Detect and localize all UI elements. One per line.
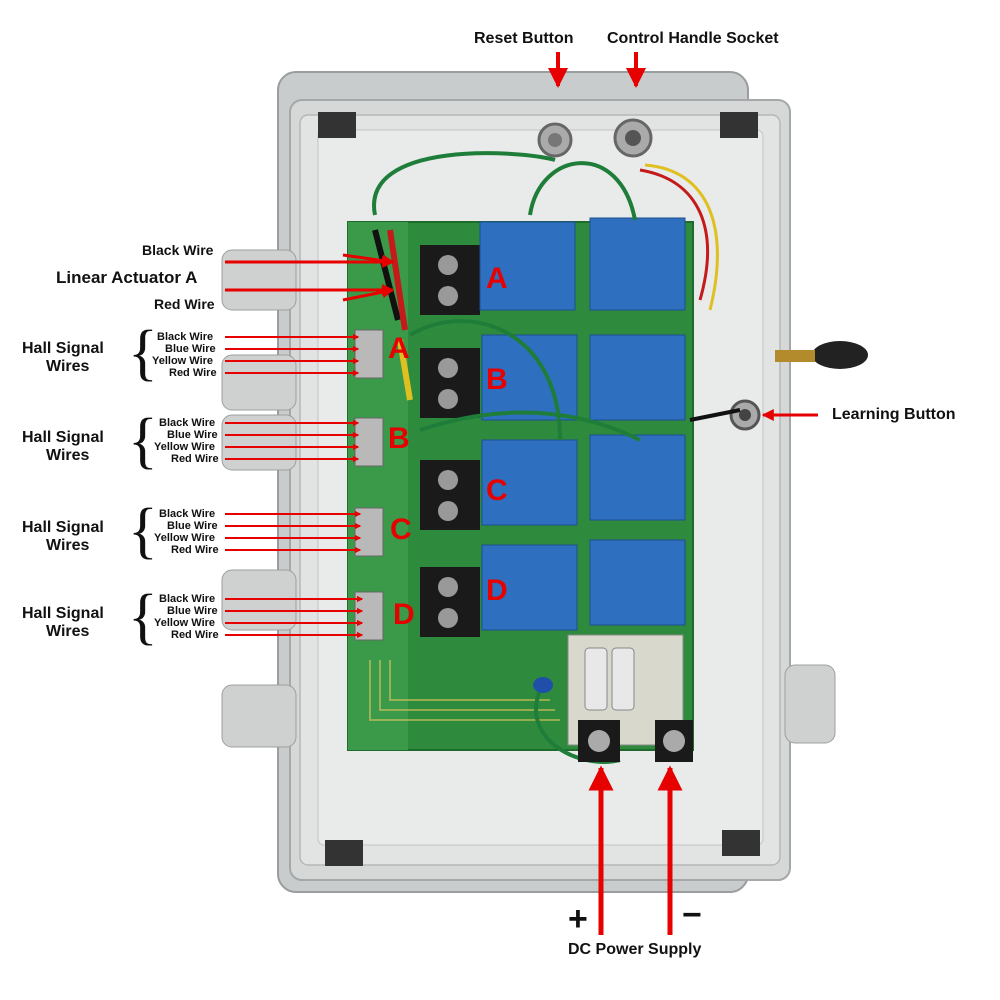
cable-glands (221, 249, 836, 748)
relay-letter-b: B (486, 363, 508, 396)
relay-letter-d: D (486, 574, 508, 607)
control-handle-socket-label: Control Handle Socket (607, 30, 779, 47)
hall-wire-label: Blue Wire (167, 605, 218, 617)
learning-button-label: Learning Button (832, 406, 956, 423)
dc-power-supply-label: DC Power Supply (568, 941, 702, 958)
top-connectors (537, 118, 868, 431)
hall-wire-label: Red Wire (169, 367, 217, 379)
linear-actuator-title: Linear Actuator A (56, 268, 198, 287)
terminal-blocks (420, 245, 480, 637)
fuse-and-power-terminals (533, 647, 693, 762)
hall-wire-label: Yellow Wire (154, 441, 216, 453)
brace-icon: { (128, 407, 158, 475)
hall-title-line1: Hall Signal (22, 340, 104, 357)
hall-title-line2: Wires (46, 537, 90, 554)
brace-icon: { (128, 583, 158, 651)
actuator-black-wire-label: Black Wire (142, 242, 214, 258)
hall-title-line2: Wires (46, 358, 90, 375)
annotation-arrows (225, 52, 818, 935)
hall-wire-label: Red Wire (171, 453, 219, 465)
hall-letter: B (388, 422, 410, 455)
power-minus-sign: − (682, 896, 702, 934)
relay-letter-c: C (486, 474, 508, 507)
hall-wire-label: Yellow Wire (154, 617, 216, 629)
hall-wire-label: Red Wire (171, 544, 219, 556)
relay-letter-a: A (486, 262, 508, 295)
actuator-red-wire-label: Red Wire (154, 296, 215, 312)
reset-button-label: Reset Button (474, 30, 574, 47)
hall-wire-arrows (225, 333, 364, 639)
hall-title-line1: Hall Signal (22, 519, 104, 536)
hall-title-line2: Wires (46, 447, 90, 464)
brace-icon: { (128, 497, 158, 565)
hall-wire-label: Blue Wire (167, 429, 218, 441)
hall-wire-label: Black Wire (157, 331, 214, 343)
hall-wire-label: Black Wire (159, 593, 216, 605)
internal-wires (372, 151, 741, 764)
relays (479, 217, 686, 631)
brace-icon: { (128, 319, 158, 387)
hall-title-line1: Hall Signal (22, 605, 104, 622)
hall-wire-label: Blue Wire (167, 520, 218, 532)
hall-wire-label: Red Wire (171, 629, 219, 641)
hall-title-line2: Wires (46, 623, 90, 640)
hall-wire-label: Black Wire (159, 508, 216, 520)
hall-wire-label: Black Wire (159, 417, 216, 429)
hall-wire-label: Yellow Wire (154, 532, 216, 544)
hall-title-line1: Hall Signal (22, 429, 104, 446)
hall-wire-label: Yellow Wire (152, 355, 214, 367)
hall-wire-label: Blue Wire (165, 343, 216, 355)
hall-letter: D (393, 598, 415, 631)
power-plus-sign: + (568, 900, 588, 938)
hall-letter: A (388, 332, 410, 365)
hall-letter: C (390, 513, 412, 546)
